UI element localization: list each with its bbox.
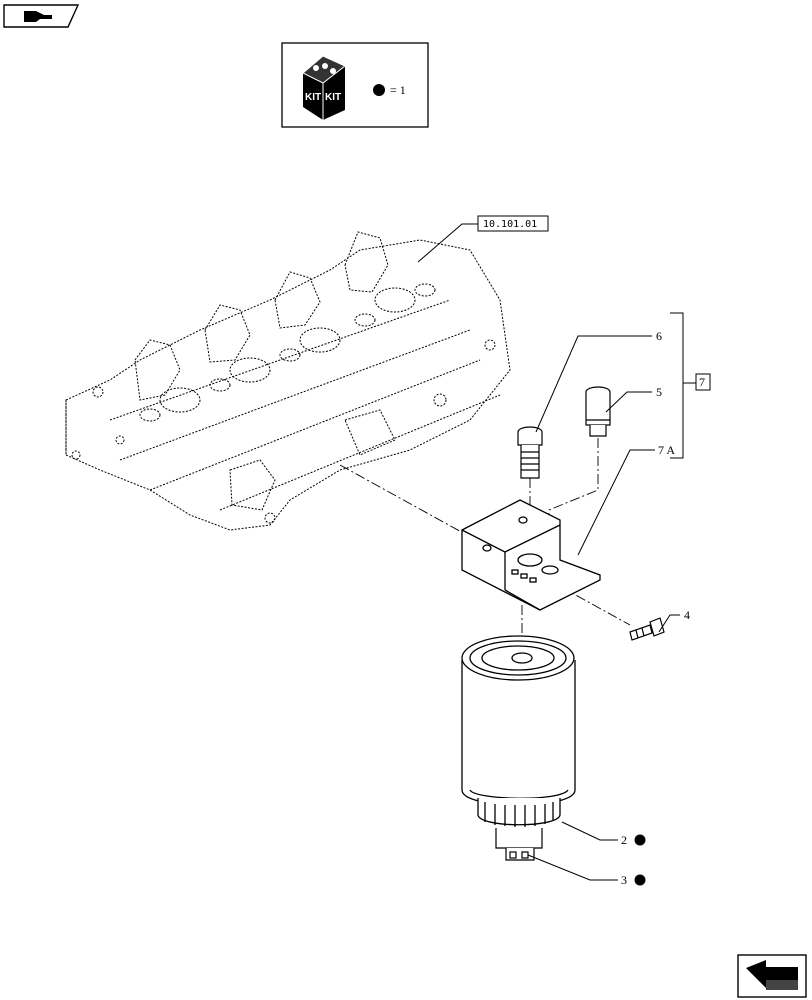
screw-4: [629, 617, 665, 641]
callout-7: 7: [699, 375, 705, 389]
fitting-5: [585, 386, 611, 437]
kit-box-icon: KIT KIT: [302, 55, 346, 120]
next-page-button[interactable]: [737, 954, 807, 998]
reference-box-10-101-01[interactable]: 10.101.01: [477, 215, 549, 232]
kit-legend-value: = 1: [390, 83, 406, 97]
reference-code: 10.101.01: [483, 219, 537, 230]
kit-bullet-icon: [373, 84, 385, 96]
kit-bullet-icon: [634, 874, 646, 886]
callout-4: 4: [684, 608, 690, 622]
callout-2: 2: [621, 833, 627, 847]
prev-page-tab[interactable]: [3, 4, 80, 28]
fitting-6: [517, 426, 543, 479]
arrow-down-left-icon: [746, 960, 798, 990]
drain-valve-3: [495, 828, 543, 861]
hand-pointer-icon: [24, 11, 52, 22]
leader-lines: [417, 223, 696, 881]
fuel-filter-cartridge: [461, 635, 576, 827]
cylinder-head-reference: [65, 231, 511, 531]
callout-6: 6: [656, 329, 662, 343]
callout-7a: 7 A: [658, 443, 675, 457]
bracket-7a: [461, 499, 601, 611]
kit-label-left: KIT: [305, 92, 321, 103]
kit-legend-box: KIT KIT = 1: [281, 42, 429, 128]
callout-3: 3: [621, 873, 627, 887]
kit-bullet-icon: [634, 834, 646, 846]
kit-label-right: KIT: [325, 92, 341, 103]
reference-box-7[interactable]: 7: [695, 373, 711, 391]
callout-5: 5: [656, 385, 662, 399]
